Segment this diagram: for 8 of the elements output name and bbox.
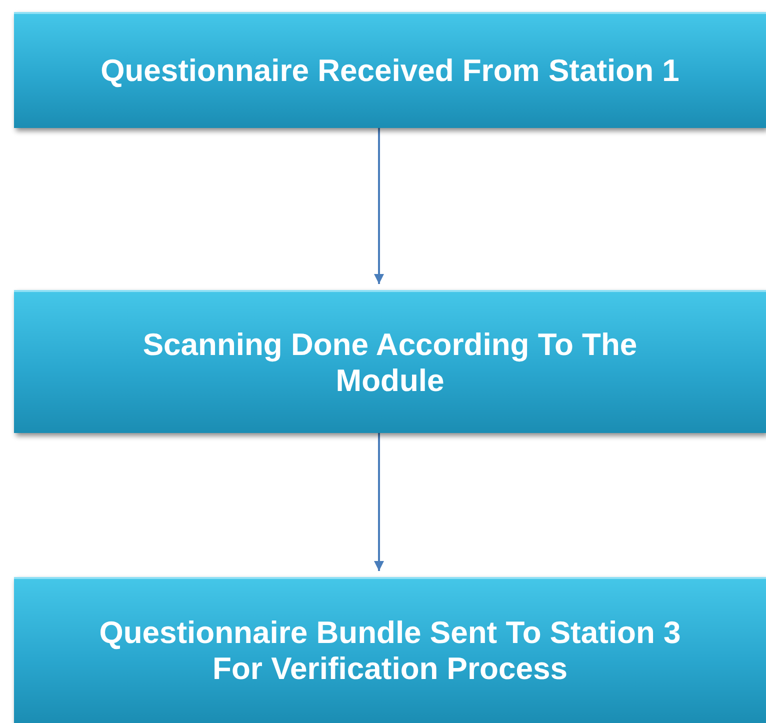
process-box	[14, 12, 766, 128]
arrow	[374, 433, 384, 571]
step-label: Questionnaire Received From Station 1	[100, 53, 680, 89]
process-box	[14, 577, 766, 723]
step-label: Questionnaire Bundle Sent To Station 3 For Verification Process	[98, 615, 682, 687]
process-box	[14, 290, 766, 433]
arrow	[374, 128, 384, 284]
step-label: Scanning Done According To The Module	[142, 326, 638, 398]
